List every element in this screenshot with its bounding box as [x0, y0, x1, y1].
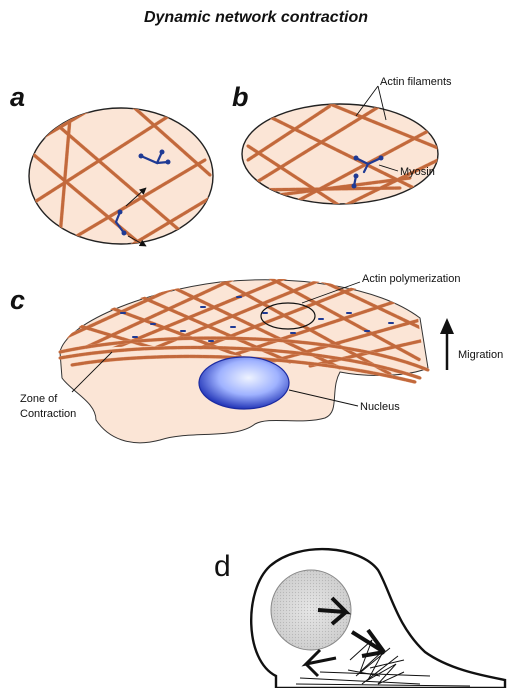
nucleus	[199, 357, 289, 409]
figure-title: Dynamic network contraction	[144, 9, 368, 26]
panel-a	[28, 92, 215, 258]
migration-label: Migration	[458, 349, 503, 361]
myosin-label: Myosin	[400, 166, 435, 178]
migration-arrowhead	[440, 318, 454, 334]
zone-of-contraction-label-line1: Zone of	[20, 393, 58, 405]
panel-c: Actin polymerization Nucleus Zone of Con…	[20, 273, 503, 443]
panel-b: Actin filaments Myosin	[242, 76, 452, 208]
panel-letter-b: b	[232, 82, 249, 112]
panel-letter-c: c	[10, 285, 25, 315]
panel-letter-d: d	[214, 550, 231, 583]
zone-of-contraction-label-line2: Contraction	[20, 408, 76, 420]
actin-filaments-label: Actin filaments	[380, 76, 452, 88]
nucleus-label: Nucleus	[360, 401, 400, 413]
panel-d	[251, 549, 505, 688]
actin-polymerization-label: Actin polymerization	[362, 273, 460, 285]
panel-letter-a: a	[10, 82, 25, 112]
